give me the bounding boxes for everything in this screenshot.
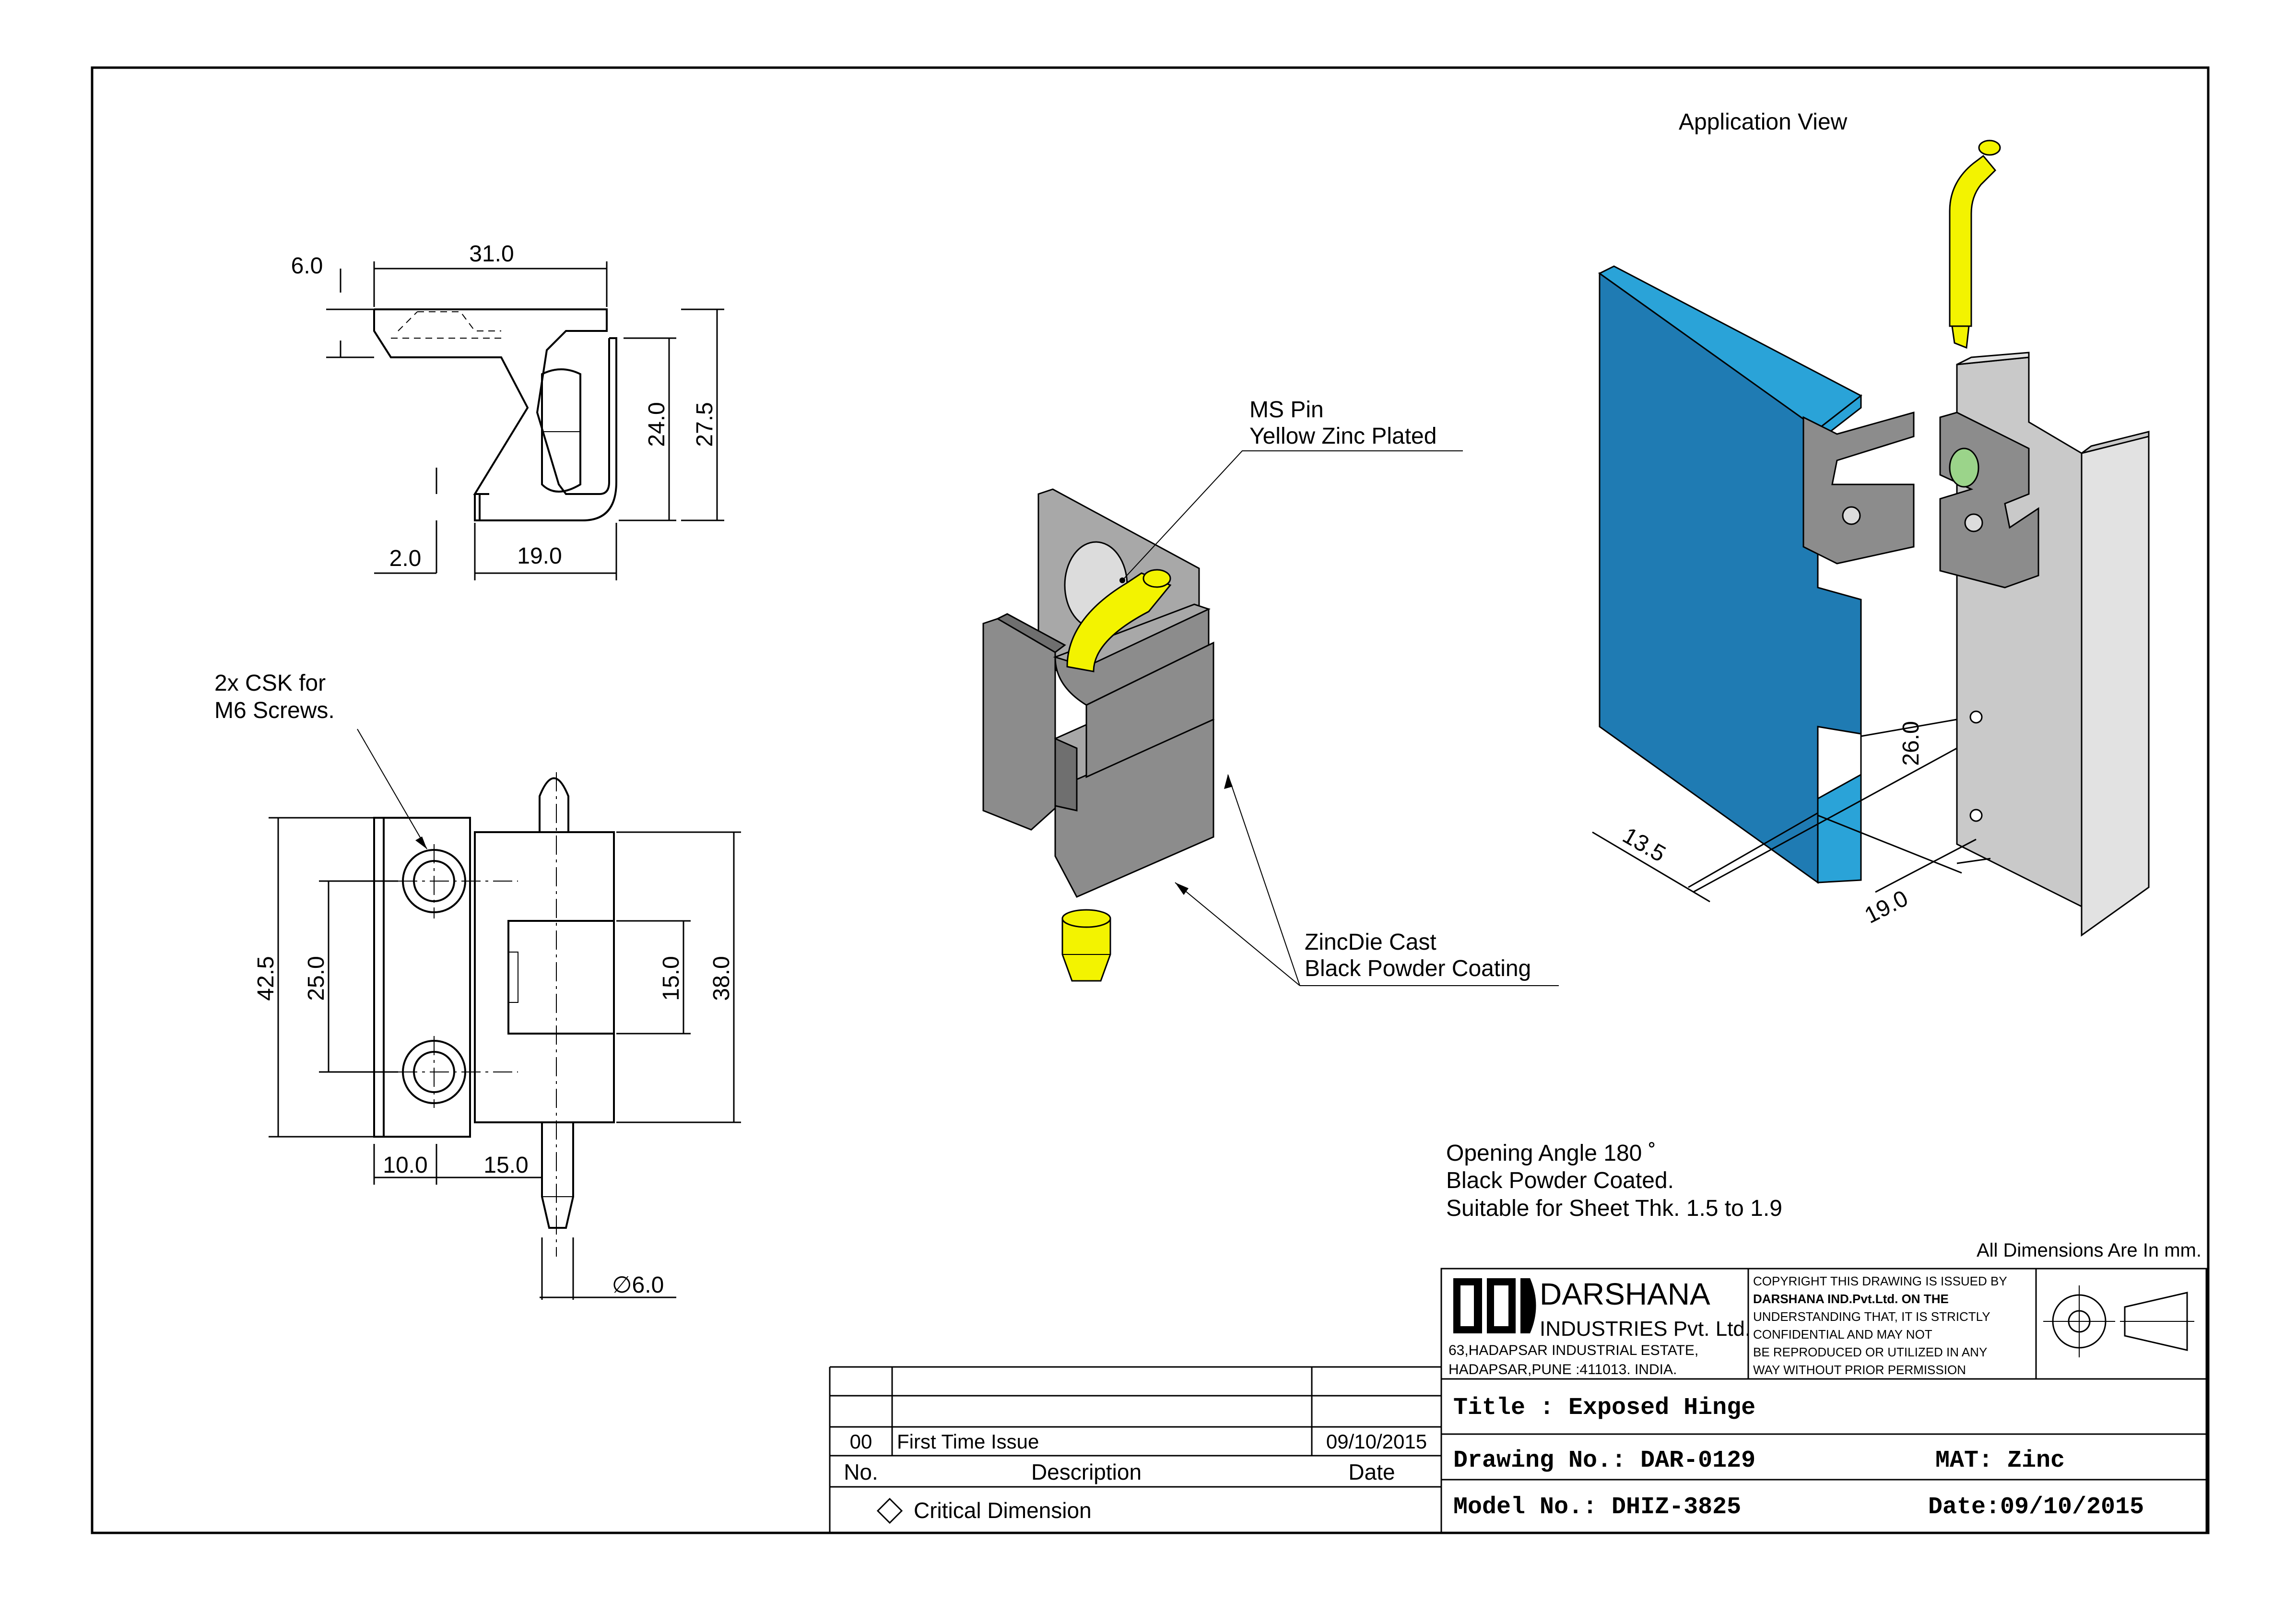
critical-dimension-symbol: [876, 1497, 903, 1524]
dim-front-overall: 42.5: [253, 956, 279, 1001]
note-3: Suitable for Sheet Thk. 1.5 to 1.9: [1446, 1196, 1782, 1221]
front-view: 2x CSK for M6 Screws. 42.5 25.0 15.0 38.…: [214, 671, 741, 1300]
sheet-border: [91, 66, 2210, 1534]
iso-view: MS Pin Yellow Zinc Plated ZincDie Cast B…: [982, 397, 1559, 986]
dim-app-b: 19.0: [1860, 885, 1912, 929]
dim-front-edge: 10.0: [383, 1153, 427, 1178]
copyright-line-3: UNDERSTANDING THAT, IT IS STRICTLY: [1753, 1309, 1990, 1324]
copyright-line-1: COPYRIGHT THIS DRAWING IS ISSUED BY: [1753, 1274, 2007, 1288]
company-address-2: HADAPSAR,PUNE :411013. INDIA.: [1448, 1362, 1677, 1377]
dim-top-width: 31.0: [469, 241, 514, 267]
projection-symbol: [2043, 1285, 2194, 1357]
pin-iso: [1066, 572, 1172, 672]
note-csk-line2: M6 Screws.: [214, 698, 335, 723]
top-view: 31.0 6.0 24.0 27.5 2.0 19.0: [291, 241, 724, 580]
note-2: Black Powder Coated.: [1446, 1168, 1674, 1193]
revision-header-no: No.: [844, 1460, 878, 1484]
general-notes: Opening Angle 180 ˚ Black Powder Coated.…: [1446, 1141, 2202, 1261]
revision-table: 00 First Time Issue 09/10/2015 No. Descr…: [829, 1366, 1441, 1532]
callout-body-line2: Black Powder Coating: [1305, 956, 1531, 981]
company-logo: [1453, 1278, 1536, 1333]
note-csk-line1: 2x CSK for: [214, 671, 326, 696]
dim-front-leaf: 38.0: [709, 956, 734, 1001]
revision-row-date: 09/10/2015: [1326, 1430, 1427, 1453]
copyright-line-5: BE REPRODUCED OR UTILIZED IN ANY: [1753, 1345, 1987, 1359]
units-note: All Dimensions Are In mm.: [1977, 1240, 2202, 1261]
dim-top-lip: 6.0: [291, 253, 323, 279]
drawing-number: Drawing No.: DAR-0129: [1453, 1447, 1755, 1474]
dim-top-inner: 24.0: [644, 402, 670, 447]
revision-header-date: Date: [1348, 1460, 1395, 1484]
revision-header-description: Description: [1031, 1460, 1142, 1484]
dim-app-a: 13.5: [1618, 823, 1670, 867]
revision-row-no: 00: [850, 1430, 872, 1453]
application-title: Application View: [1679, 109, 1848, 135]
dim-front-knuckle: 15.0: [659, 956, 684, 1001]
dim-front-holes: 25.0: [304, 956, 329, 1001]
revision-row-description: First Time Issue: [897, 1430, 1039, 1453]
critical-dimension-label: Critical Dimension: [914, 1498, 1092, 1523]
copyright-line-6: WAY WITHOUT PRIOR PERMISSION: [1753, 1363, 1966, 1377]
company-name: DARSHANA: [1540, 1277, 1710, 1311]
dim-top-bottom: 19.0: [517, 543, 562, 569]
company-address-1: 63,HADAPSAR INDUSTRIAL ESTATE,: [1448, 1342, 1698, 1358]
model-number: Model No.: DHIZ-3825: [1453, 1494, 1741, 1521]
dim-top-gap: 2.0: [389, 546, 422, 571]
drawing-title: Title : Exposed Hinge: [1453, 1394, 1755, 1422]
callout-pin-line2: Yellow Zinc Plated: [1249, 424, 1436, 449]
copyright-line-2: DARSHANA IND.Pvt.Ltd. ON THE: [1753, 1292, 1949, 1306]
dim-front-offset: 15.0: [483, 1153, 528, 1178]
callout-pin-line1: MS Pin: [1249, 397, 1324, 423]
dim-app-c: 26.0: [1898, 721, 1924, 765]
callout-body-line1: ZincDie Cast: [1305, 930, 1436, 955]
title-block: DARSHANA INDUSTRIES Pvt. Ltd. 63,HADAPSA…: [1440, 1268, 2207, 1533]
application-view: Application View 13.5 19.0 26.0: [1592, 109, 2150, 937]
copyright-line-4: CONFIDENTIAL AND MAY NOT: [1753, 1327, 1932, 1342]
note-1: Opening Angle 180 ˚: [1446, 1141, 1656, 1166]
material: MAT: Zinc: [1935, 1447, 2065, 1474]
company-sub: INDUSTRIES Pvt. Ltd.: [1540, 1317, 1751, 1341]
drawing-date: Date:09/10/2015: [1928, 1494, 2144, 1521]
dim-front-pin-dia: ∅6.0: [612, 1272, 664, 1298]
dim-top-height: 27.5: [692, 402, 718, 447]
